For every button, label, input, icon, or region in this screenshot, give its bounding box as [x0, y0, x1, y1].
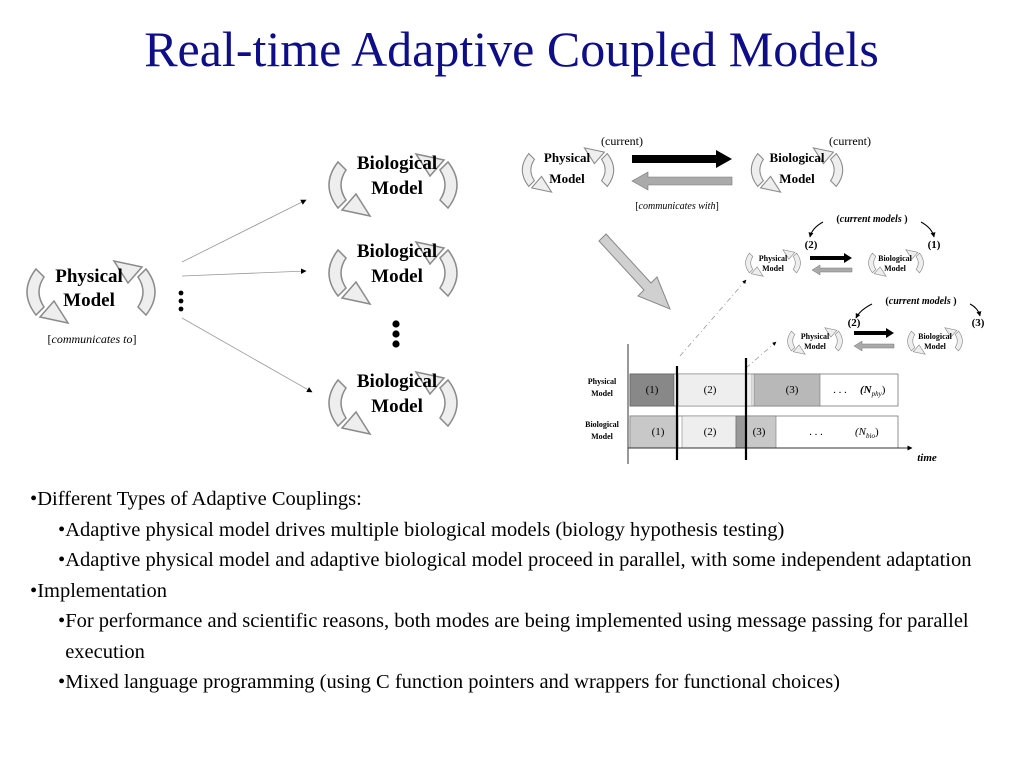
svg-text:Model: Model	[591, 389, 614, 398]
left-communicates-caption: [communicates to]	[48, 332, 137, 346]
bullet-item: •For performance and scientific reasons,…	[30, 606, 1005, 667]
svg-text:(1): (1)	[646, 384, 659, 396]
dashed-link-1	[679, 279, 747, 357]
svg-text:time: time	[917, 452, 937, 464]
svg-text:(3): (3)	[972, 317, 985, 329]
svg-text:(2): (2)	[704, 426, 717, 438]
right-mid-physical: Physical Model	[745, 249, 801, 277]
arrow-to-bio-1	[181, 199, 307, 263]
svg-text:Model: Model	[762, 264, 785, 273]
right-low-physical: Physical Model	[787, 327, 843, 355]
svg-text:Model: Model	[804, 342, 827, 351]
current-models-label-2: (current models )	[885, 296, 956, 307]
svg-text:(2): (2)	[704, 384, 717, 396]
left-bio-model-3: Biological Model	[328, 371, 458, 435]
left-bio-model-1: Biological Model	[328, 153, 458, 217]
bullet-text: For performance and scientific reasons, …	[65, 610, 969, 663]
right-top-bio: Biological Model	[750, 147, 844, 193]
bullet-text: Implementation	[37, 579, 167, 602]
bullet-item: •Adaptive physical model and adaptive bi…	[30, 545, 1005, 576]
bullet-text: Adaptive physical model drives multiple …	[65, 518, 785, 541]
bullet-text: Mixed language programming (using C func…	[65, 671, 840, 693]
dashed-link-2	[745, 341, 777, 369]
bio2-label-2: Model	[371, 266, 423, 287]
bullet-marker: •	[58, 549, 66, 571]
svg-text:Biological: Biological	[918, 332, 953, 341]
right-mid-bio: Biological Model	[868, 249, 924, 277]
bullet-item: •Adaptive physical model drives multiple…	[30, 515, 1005, 546]
current-label-bio: (current)	[829, 134, 871, 148]
svg-text:Physical: Physical	[544, 150, 591, 165]
svg-text:(3): (3)	[753, 426, 766, 438]
bio3-label-2: Model	[371, 396, 423, 417]
bullet-marker: •	[58, 610, 66, 632]
big-diagonal-arrow	[598, 233, 671, 310]
top-gray-arrow	[631, 171, 733, 191]
svg-text:(3): (3)	[786, 384, 799, 396]
svg-text:. . .: . . .	[833, 384, 847, 396]
bullet-text: Adaptive physical model and adaptive bio…	[65, 549, 972, 571]
bullet-item: •Implementation	[30, 576, 1005, 607]
bullet-item: •Different Types of Adaptive Couplings:	[30, 484, 1005, 515]
bullet-item: •Mixed language programming (using C fun…	[30, 667, 1005, 698]
current-models-label-1: (current models )	[836, 214, 907, 225]
coupled-models-diagram: Physical Model [communicates to] Biologi…	[26, 134, 985, 464]
svg-text:Physical: Physical	[759, 254, 788, 263]
svg-text:Model: Model	[549, 171, 585, 186]
left-physical-label-2: Model	[63, 290, 115, 311]
svg-text:. . .: . . .	[809, 426, 823, 438]
svg-text:(1): (1)	[652, 426, 665, 438]
bio3-label-1: Biological	[357, 371, 437, 392]
svg-text:Model: Model	[591, 432, 614, 441]
left-ellipsis-small	[178, 290, 184, 312]
svg-text:(Nbio): (Nbio)	[855, 426, 879, 440]
left-physical-label-1: Physical	[55, 266, 123, 287]
arrow-to-bio-2	[181, 268, 307, 277]
bio1-label-1: Biological	[357, 153, 437, 174]
current-label-physical: (current)	[601, 134, 643, 148]
left-physical-model: Physical Model	[26, 260, 156, 324]
bullet-marker: •	[30, 579, 38, 602]
svg-text:(Nphy): (Nphy)	[860, 384, 886, 398]
svg-text:(2): (2)	[848, 317, 861, 329]
bio1-label-2: Model	[371, 178, 423, 199]
svg-text:Model: Model	[924, 342, 947, 351]
svg-text:Biological: Biological	[878, 254, 913, 263]
left-ellipsis-large	[392, 320, 400, 348]
left-bio-model-2: Biological Model	[328, 241, 458, 305]
bullet-marker: •	[58, 518, 66, 541]
right-top-physical: Physical Model	[521, 147, 615, 193]
slide-title: Real-time Adaptive Coupled Models	[144, 21, 879, 77]
bullet-marker: •	[30, 488, 38, 510]
bullet-text: Different Types of Adaptive Couplings:	[37, 488, 362, 510]
arrow-to-bio-3	[181, 317, 313, 393]
svg-text:Model: Model	[779, 171, 815, 186]
svg-text:Biological: Biological	[770, 150, 825, 165]
bullet-list: •Different Types of Adaptive Couplings:•…	[30, 484, 1005, 698]
bullet-marker: •	[58, 671, 66, 693]
svg-text:(1): (1)	[928, 239, 941, 251]
communicates-with-caption: [communicates with]	[635, 201, 719, 212]
svg-text:Physical: Physical	[588, 377, 617, 386]
svg-text:Physical: Physical	[801, 332, 830, 341]
right-low-bio: Biological Model	[907, 327, 963, 355]
top-black-arrow	[632, 150, 732, 168]
timeline: Physical Model Biological Model (1) (2) …	[585, 344, 937, 464]
svg-text:Model: Model	[884, 264, 907, 273]
bio2-label-1: Biological	[357, 241, 437, 262]
svg-text:Biological: Biological	[585, 420, 620, 429]
svg-text:(2): (2)	[805, 239, 818, 251]
